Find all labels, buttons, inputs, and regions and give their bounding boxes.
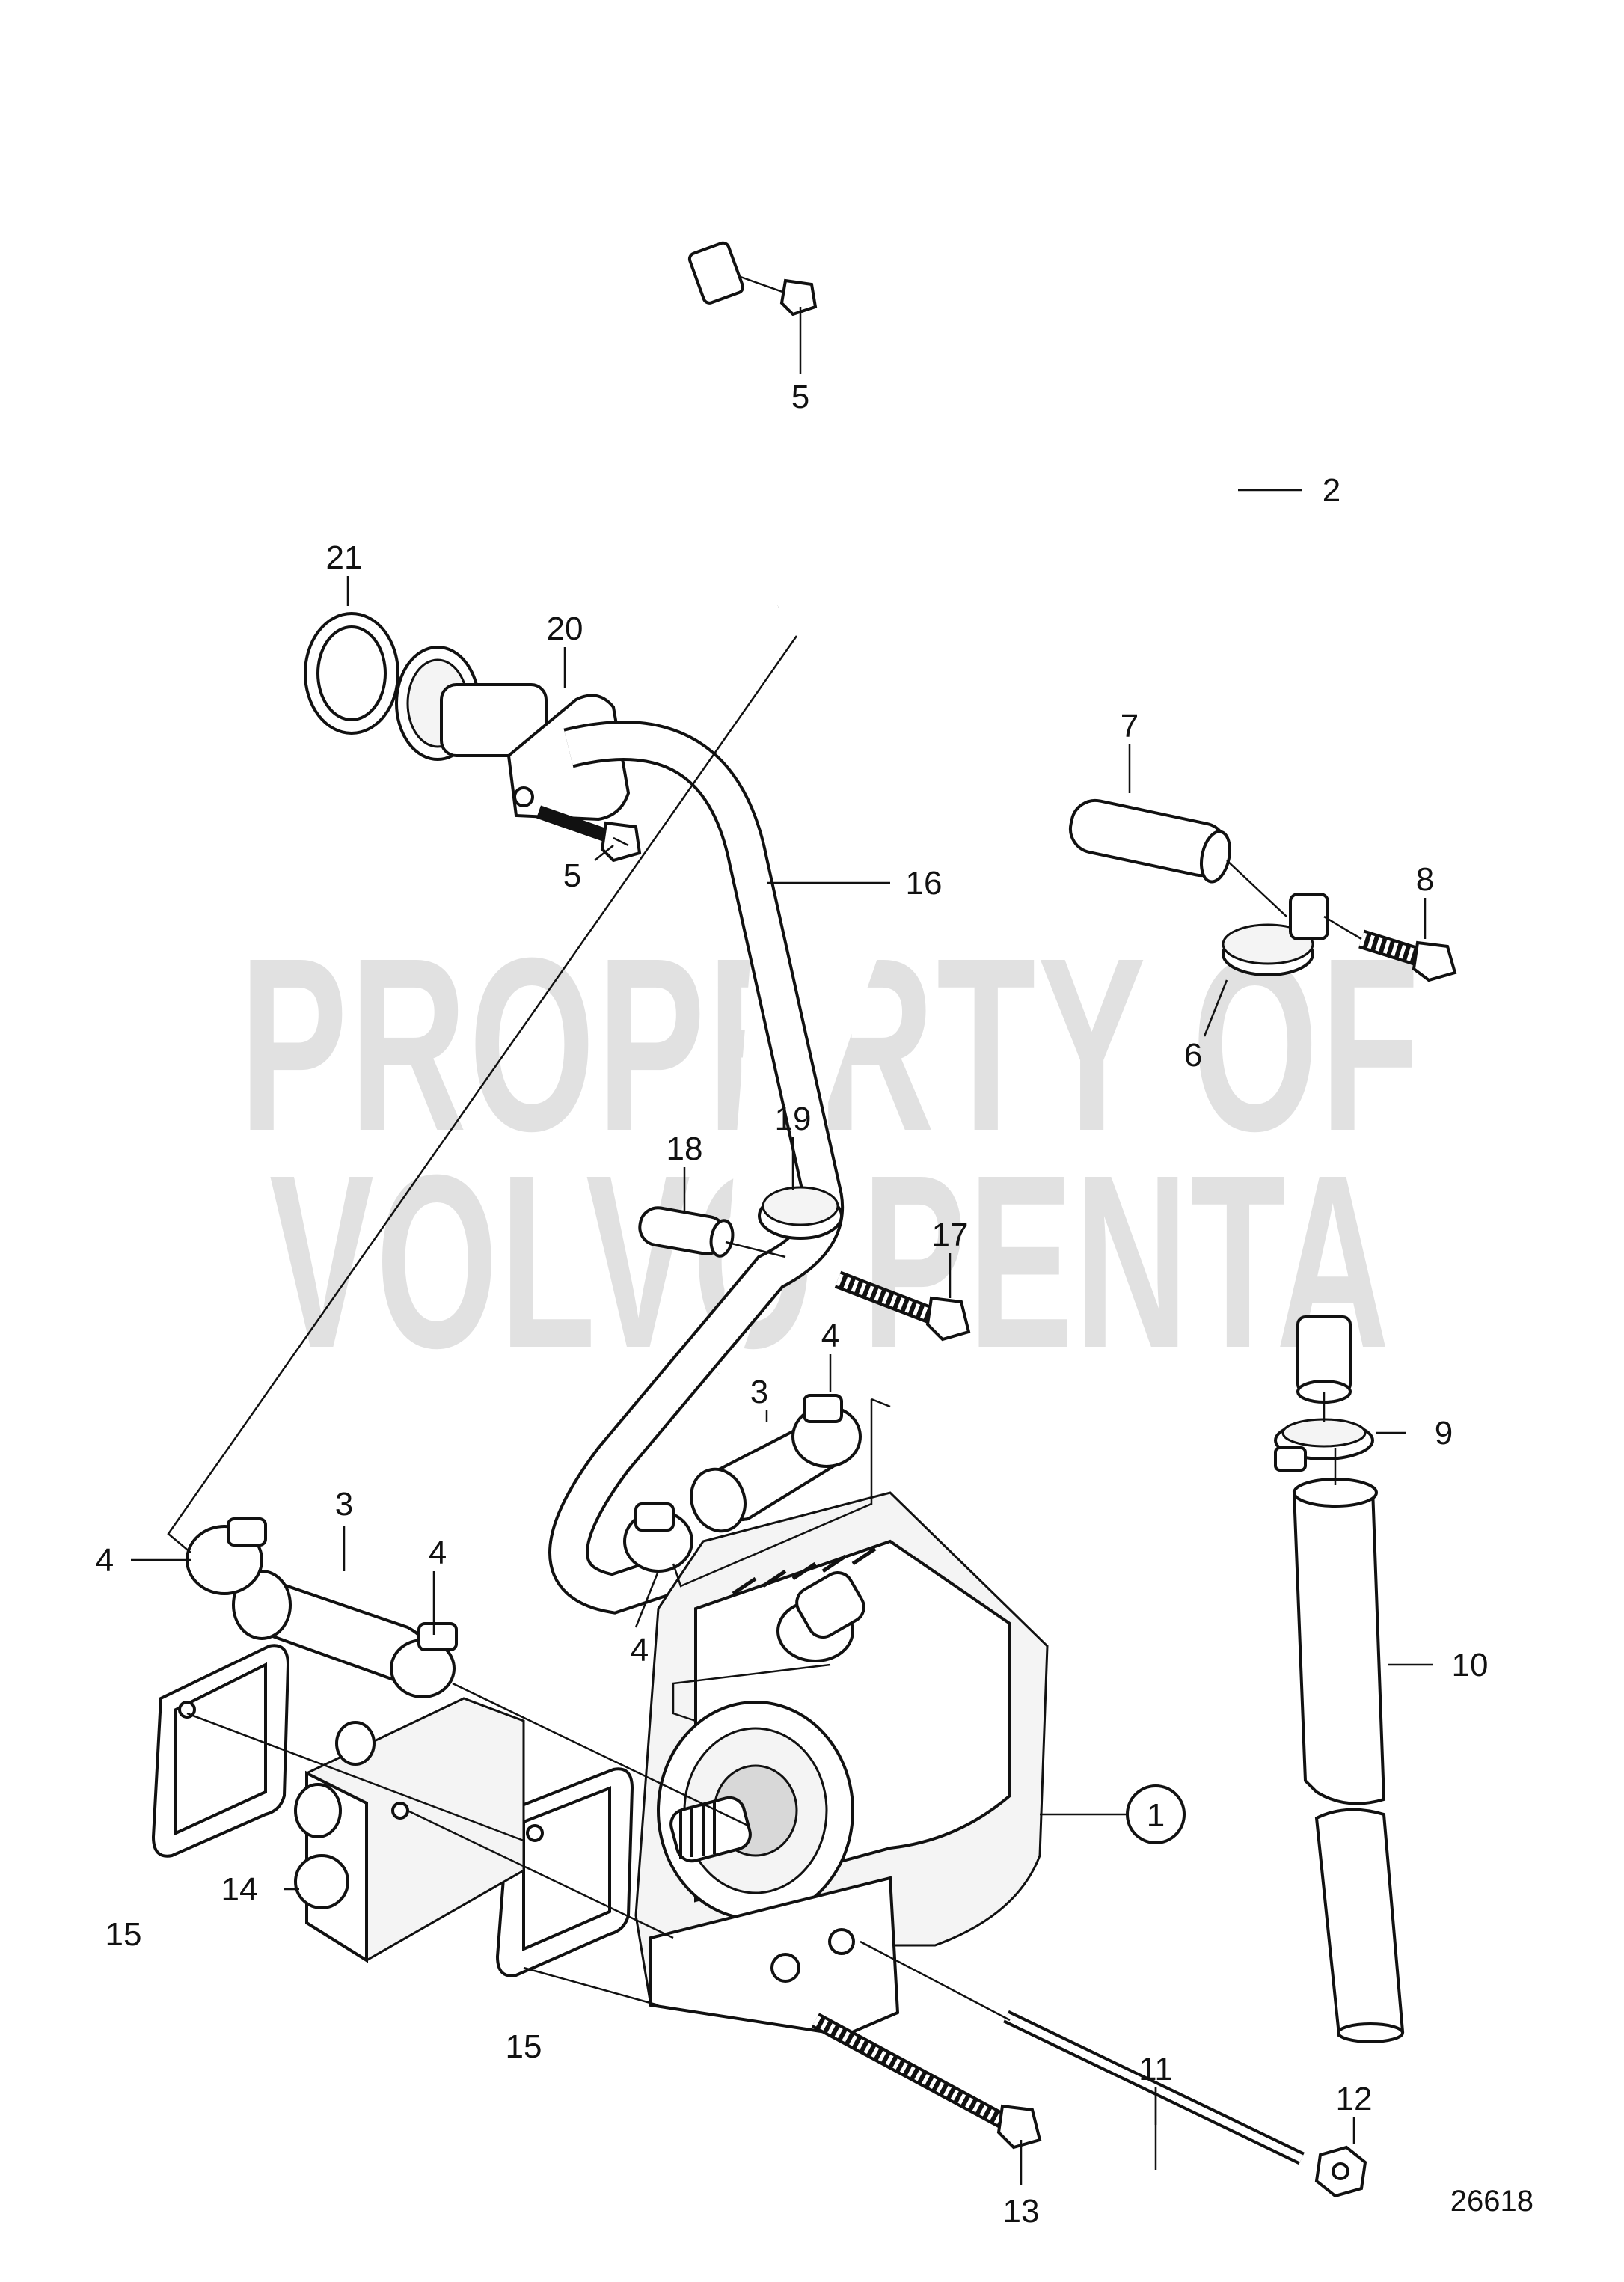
callout-4-left: 4	[96, 1542, 114, 1579]
callout-4-right-top: 4	[821, 1318, 839, 1354]
part-19-pipe-clamp	[758, 1186, 843, 1240]
callout-16: 16	[906, 865, 943, 902]
callout-1: 1	[1147, 1797, 1165, 1834]
callout-15-right: 15	[506, 2028, 542, 2065]
callout-19: 19	[775, 1101, 812, 1137]
part-8-bolt	[1358, 929, 1457, 982]
callout-leaders	[131, 307, 1433, 2185]
part-2-tube	[556, 16, 1352, 1404]
callout-15-left: 15	[105, 1916, 142, 1953]
callout-11: 11	[1139, 2051, 1173, 2087]
callout-7: 7	[1121, 708, 1139, 744]
callout-1-circle	[1126, 1784, 1186, 1844]
reference-number: 26618	[1450, 2185, 1533, 2218]
part-14-valve-block	[294, 1697, 525, 1963]
part-7-sleeve	[1068, 798, 1231, 884]
part-17-bolt	[834, 1270, 971, 1342]
part-5-bolt-top	[687, 241, 818, 316]
part-13-bolt	[811, 2013, 1042, 2150]
callouts: 1 2 3 3 4 4 4 4 5 5 6 7 8 9 10 11 12 13 …	[96, 379, 1489, 2230]
part-4-clamps-right	[623, 1394, 862, 1573]
callout-3-left: 3	[335, 1486, 353, 1523]
part-1-air-pump	[634, 1491, 1049, 2037]
part-11-stud	[1003, 2010, 1305, 2165]
callout-10: 10	[1452, 1647, 1489, 1683]
part-12-nut	[1314, 2145, 1367, 2198]
part-21-o-ring	[304, 612, 399, 735]
part-6-clamp	[1222, 893, 1329, 976]
part-15-gasket-right	[495, 1767, 634, 1977]
callout-14: 14	[221, 1871, 258, 1908]
callout-13: 13	[1003, 2193, 1040, 2230]
part-9-hose-clamp	[1274, 1418, 1374, 1472]
callout-18: 18	[667, 1131, 703, 1167]
assembly-lines	[167, 635, 1362, 2022]
part-15-gasket-left	[151, 1644, 290, 1858]
part-4-clamps-left	[186, 1517, 458, 1698]
callout-9: 9	[1435, 1415, 1453, 1452]
callout-2: 2	[1323, 472, 1340, 509]
callout-17: 17	[932, 1217, 969, 1253]
callout-5-top: 5	[791, 379, 809, 415]
part-10-hose	[1292, 1478, 1405, 2043]
callout-4-left-mid: 4	[429, 1535, 447, 1571]
callout-5-lower: 5	[563, 857, 581, 894]
callout-12: 12	[1336, 2081, 1373, 2117]
callout-21: 21	[326, 539, 363, 576]
callout-20: 20	[547, 611, 583, 647]
part-18-spacer	[638, 1206, 735, 1258]
callout-6: 6	[1184, 1037, 1202, 1074]
callout-4-right-bottom: 4	[631, 1632, 649, 1668]
callout-3-right: 3	[750, 1374, 768, 1410]
callout-8: 8	[1416, 861, 1434, 898]
